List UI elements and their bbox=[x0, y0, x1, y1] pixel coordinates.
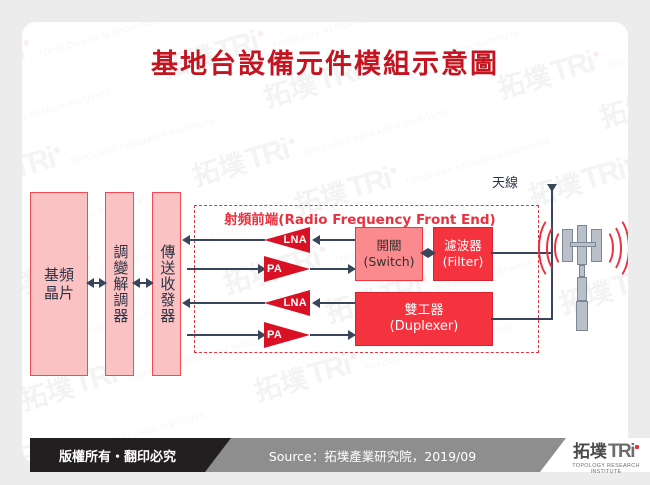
block-baseband-chip: 基頻晶片 bbox=[30, 192, 88, 376]
block-transceiver: 傳送收發器 bbox=[152, 192, 181, 376]
wire-pa1-switch bbox=[310, 268, 355, 270]
signal-arc-left-outer bbox=[538, 214, 574, 282]
arrowhead-left bbox=[420, 248, 428, 258]
antenna-label: 天線 bbox=[492, 176, 519, 191]
arrowhead-right bbox=[258, 330, 266, 340]
tri-logo-brand: TRi bbox=[607, 441, 636, 462]
antenna-graphic bbox=[538, 207, 622, 342]
arrowhead-left bbox=[86, 278, 94, 288]
rf-front-end-region bbox=[194, 205, 539, 353]
box-filter: 濾波器 (Filter) bbox=[433, 227, 493, 281]
amplifier-label: LNA bbox=[283, 234, 307, 246]
rf-front-end-label: 射頻前端(Radio Frequency Front End) bbox=[224, 212, 496, 228]
footer-logo-notch bbox=[540, 438, 566, 472]
box-switch-en: (Switch) bbox=[363, 254, 415, 269]
block-modem: 調變解調器 bbox=[105, 192, 134, 376]
arrowhead-right bbox=[428, 248, 436, 258]
antenna-pole-1 bbox=[579, 265, 585, 277]
wire-lna2 bbox=[189, 302, 265, 304]
amplifier-lna-2: LNA bbox=[264, 290, 310, 316]
wire-duplexer-lna2 bbox=[318, 302, 355, 304]
amplifier-lna-1: LNA bbox=[264, 227, 310, 253]
arrowhead-right bbox=[348, 264, 356, 274]
triangle-icon bbox=[264, 290, 310, 316]
amplifier-label: PA bbox=[267, 263, 283, 275]
box-switch-cn: 開關 bbox=[376, 238, 402, 254]
amplifier-pa-2: PA bbox=[264, 322, 310, 348]
arrowhead-right bbox=[99, 278, 107, 288]
block-modem-label: 調變解調器 bbox=[111, 244, 130, 324]
triangle-icon bbox=[264, 227, 310, 253]
tri-logo-cn: 拓墣 bbox=[572, 442, 607, 462]
box-filter-cn: 濾波器 bbox=[444, 238, 482, 254]
arrowhead-down bbox=[547, 184, 557, 192]
arrowhead-left bbox=[312, 298, 320, 308]
wire-duplexer-antenna bbox=[491, 318, 553, 320]
block-transceiver-label: 傳送收發器 bbox=[158, 244, 177, 324]
antenna-pole-2 bbox=[577, 277, 587, 301]
footer-bar: 版權所有・翻印必究 Source：拓墣產業研究院，2019/09 拓墣 TRi … bbox=[0, 438, 650, 475]
antenna-pole-3 bbox=[576, 301, 588, 331]
wire-filter-antenna bbox=[491, 252, 553, 254]
box-duplexer-cn: 雙工器 bbox=[404, 302, 444, 318]
amplifier-pa-1: PA bbox=[264, 256, 310, 282]
wire-pa1-in bbox=[187, 268, 265, 270]
wire-pa2-duplexer bbox=[310, 334, 355, 336]
amplifier-label: PA bbox=[267, 329, 283, 341]
arrowhead-left bbox=[182, 298, 190, 308]
signal-arc-right-outer bbox=[594, 214, 628, 282]
footer-logo-background bbox=[566, 438, 650, 472]
footer-copyright-band bbox=[30, 438, 205, 472]
box-duplexer-en: (Duplexer) bbox=[389, 319, 459, 334]
wire-lna1 bbox=[189, 239, 265, 241]
arrowhead-right bbox=[348, 330, 356, 340]
wire-pa2-in bbox=[187, 334, 265, 336]
tri-logo-subtitle: TOPOLOGY RESEARCH INSTITUTE bbox=[572, 463, 640, 475]
footer-source-text: Source：拓墣產業研究院，2019/09 bbox=[268, 448, 477, 464]
block-diagram: 基頻晶片 調變解調器 傳送收發器 射頻前端(Radio Frequency Fr… bbox=[22, 22, 628, 463]
triangle-icon bbox=[264, 256, 310, 282]
wire-switch-lna1 bbox=[318, 239, 355, 241]
box-filter-en: (Filter) bbox=[442, 254, 484, 269]
tri-logo: 拓墣 TRi TOPOLOGY RESEARCH INSTITUTE bbox=[566, 440, 646, 475]
arrowhead-left bbox=[312, 235, 320, 245]
box-switch: 開關 (Switch) bbox=[355, 227, 423, 281]
triangle-icon bbox=[264, 322, 310, 348]
tri-logo-dot-icon bbox=[635, 445, 640, 449]
arrowhead-left bbox=[132, 278, 140, 288]
amplifier-label: LNA bbox=[283, 297, 307, 309]
arrowhead-left bbox=[182, 235, 190, 245]
box-duplexer: 雙工器 (Duplexer) bbox=[355, 292, 493, 346]
footer-band-notch bbox=[205, 438, 231, 472]
page-title: 基地台設備元件模組示意圖 bbox=[151, 49, 499, 80]
footer-copyright-text: 版權所有・翻印必究 bbox=[58, 449, 176, 465]
wire-modem-transceiver bbox=[136, 282, 148, 284]
wire-baseband-modem bbox=[90, 282, 101, 284]
arrowhead-right bbox=[146, 278, 154, 288]
arrowhead-right bbox=[258, 264, 266, 274]
